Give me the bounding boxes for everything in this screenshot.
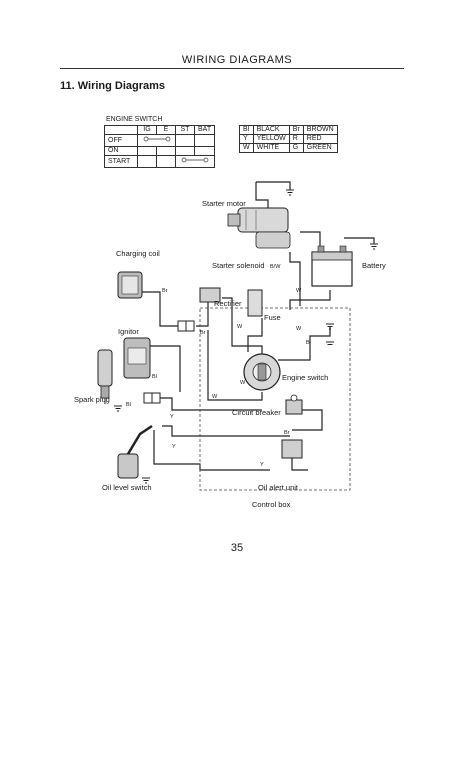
wire-battery-fuse — [289, 290, 331, 310]
label-control-box: Control box — [252, 500, 291, 509]
oil-level-switch-icon — [117, 424, 153, 479]
wire-ignitor — [150, 345, 181, 392]
wire-to-rectifier — [196, 300, 209, 327]
label-circuit-breaker: Circuit breaker — [232, 408, 281, 417]
label-engine-switch: Engine switch — [282, 373, 328, 382]
ground-icon — [326, 323, 334, 330]
wire-label-w: W — [212, 394, 218, 400]
wire-solenoid-battery — [300, 231, 321, 252]
wire-charging-coil — [140, 291, 180, 327]
label-oil-level-switch: Oil level switch — [102, 483, 152, 492]
engine-switch-table-title: ENGINE SWITCH — [106, 116, 163, 123]
starter-motor-icon — [227, 207, 291, 249]
ground-icon — [142, 477, 150, 484]
header-rule — [60, 68, 404, 69]
wire-rectifier-switch — [222, 297, 263, 360]
wire-ground-top — [256, 181, 291, 190]
fuse-icon — [247, 289, 263, 317]
ground-icon — [114, 405, 122, 412]
label-spark-plug: Spark plug — [74, 395, 110, 404]
engine-switch-icon — [243, 353, 281, 391]
label-starter-motor: Starter motor — [202, 199, 246, 208]
wire-label-bw: B/W — [270, 264, 281, 270]
charging-coil-icon — [117, 271, 143, 299]
connector-icon — [143, 392, 161, 404]
wire-label-bl: Bl — [152, 374, 157, 380]
engine-switch-table: IG E ST BAT OFF ON START — [104, 125, 216, 168]
ground-icon — [370, 243, 378, 250]
oil-alert-unit-icon — [281, 439, 303, 459]
label-charging-coil: Charging coil — [116, 249, 160, 258]
wire-fuse-switch — [247, 318, 263, 352]
wire-label-br: Br — [200, 330, 206, 336]
wire-rect-breaker — [207, 330, 263, 401]
rectifier-icon — [199, 287, 221, 303]
color-row: W WHITE G GREEN — [239, 143, 338, 153]
wire-color-code-table: Bl BLACK Br BROWN Y YELLOW R RED W WHITE… — [239, 125, 338, 153]
circuit-breaker-icon — [285, 394, 303, 415]
wire-label-br: Br — [284, 430, 290, 436]
wire-breaker-oil-alert — [292, 409, 323, 431]
wire-switch-ground — [278, 326, 331, 361]
wire-bw — [289, 252, 301, 306]
ground-icon — [326, 341, 334, 345]
switch-connection-st-bat — [174, 155, 216, 168]
label-ignitor: Ignitor — [118, 327, 139, 336]
switch-row-start: START — [104, 155, 216, 168]
connector-icon — [177, 320, 195, 332]
wire-label-w: W — [296, 326, 302, 332]
wire-battery-ground — [344, 237, 375, 244]
wire-label-br: Br — [162, 288, 168, 294]
wire-label-w: W — [240, 380, 246, 386]
ignitor-icon — [123, 337, 151, 379]
label-oil-alert-unit: Oil alert unit — [258, 483, 299, 492]
label-rectifier: Rectifier — [214, 299, 242, 308]
wire-label-w: W — [296, 288, 302, 294]
wire-label-y: Y — [170, 414, 174, 420]
color-code: G — [288, 143, 304, 153]
spark-plug-icon — [97, 349, 113, 404]
color-name: WHITE — [252, 143, 290, 153]
wire-label-bl: Bl — [126, 402, 131, 408]
control-box-outline — [199, 307, 351, 491]
page-number: 35 — [230, 542, 244, 554]
wire-oil-level-y — [162, 425, 290, 437]
ground-symbols — [114, 189, 378, 484]
label-starter-solenoid: Starter solenoid — [212, 261, 265, 270]
label-fuse: Fuse — [264, 313, 281, 322]
ground-icon — [286, 189, 294, 196]
wire-label-y: Y — [172, 444, 176, 450]
label-battery: Battery — [362, 261, 386, 270]
connection-symbol — [143, 136, 170, 142]
running-title: WIRING DIAGRAMS — [181, 54, 293, 66]
connection-symbol — [181, 157, 209, 163]
wire-starter-top — [255, 182, 269, 212]
section-title: 11. Wiring Diagrams — [60, 80, 166, 92]
battery-icon — [311, 245, 353, 287]
wire-label-bl: Bl — [306, 340, 311, 346]
wire-label-y: Y — [260, 462, 264, 468]
color-name: GREEN — [302, 143, 338, 153]
wire-label-w: W — [237, 324, 243, 330]
